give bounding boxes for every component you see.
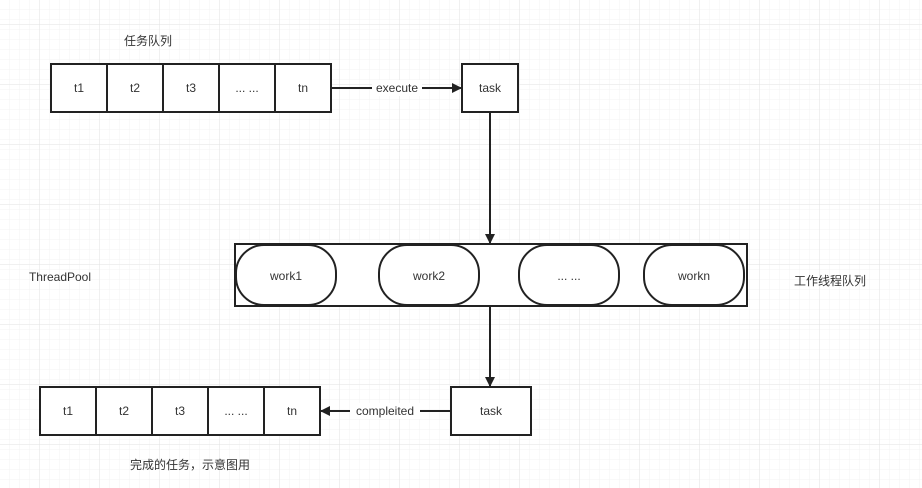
completed-queue: t1 t2 t3 ... ... tn bbox=[39, 386, 321, 436]
task-queue-cell-label: t2 bbox=[130, 81, 140, 95]
completed-queue-cell-label: ... ... bbox=[224, 404, 247, 418]
task-queue-cell-label: ... ... bbox=[235, 81, 258, 95]
worker-list: work1 work2 ... ... workn bbox=[235, 244, 745, 306]
worker-node-label: work2 bbox=[412, 269, 445, 283]
worker-node[interactable] bbox=[378, 244, 480, 306]
task-queue-cell[interactable] bbox=[50, 63, 108, 113]
task-queue-cell[interactable] bbox=[218, 63, 276, 113]
task-queue-cell-label: t3 bbox=[186, 81, 196, 95]
execute-label-bg bbox=[372, 80, 422, 96]
task-node-top-label: task bbox=[479, 81, 502, 95]
task-queue-cell[interactable] bbox=[106, 63, 164, 113]
completed-queue-cell-label: t2 bbox=[119, 404, 129, 418]
task-queue-cell-label: tn bbox=[298, 81, 308, 95]
worker-node-label: ... ... bbox=[557, 269, 580, 283]
thread-pool-label: ThreadPool bbox=[29, 270, 91, 284]
completed-label: compleited bbox=[356, 404, 414, 418]
worker-queue-label: 工作线程队列 bbox=[794, 273, 866, 288]
completed-caption: 完成的任务，示意图用 bbox=[130, 457, 250, 472]
task-node-bottom-label: task bbox=[480, 404, 503, 418]
task-queue-cell[interactable] bbox=[162, 63, 220, 113]
completed-queue-cell[interactable] bbox=[151, 386, 209, 436]
completed-label-bg bbox=[350, 403, 420, 419]
completed-queue-cell-label: t3 bbox=[175, 404, 185, 418]
worker-node[interactable] bbox=[235, 244, 337, 306]
execute-label: execute bbox=[376, 81, 418, 95]
worker-node[interactable] bbox=[518, 244, 620, 306]
completed-queue-cell[interactable] bbox=[39, 386, 97, 436]
task-node-top[interactable] bbox=[461, 63, 519, 113]
worker-node-label: workn bbox=[677, 269, 710, 283]
completed-queue-cell[interactable] bbox=[263, 386, 321, 436]
task-queue: t1 t2 t3 ... ... tn bbox=[50, 63, 332, 113]
task-queue-cell[interactable] bbox=[274, 63, 332, 113]
task-queue-cell-label: t1 bbox=[74, 81, 84, 95]
completed-queue-cell-label: t1 bbox=[63, 404, 73, 418]
worker-node[interactable] bbox=[643, 244, 745, 306]
worker-node-label: work1 bbox=[269, 269, 302, 283]
task-queue-label: 任务队列 bbox=[124, 33, 172, 48]
task-node-bottom[interactable] bbox=[450, 386, 532, 436]
completed-queue-cell-label: tn bbox=[287, 404, 297, 418]
